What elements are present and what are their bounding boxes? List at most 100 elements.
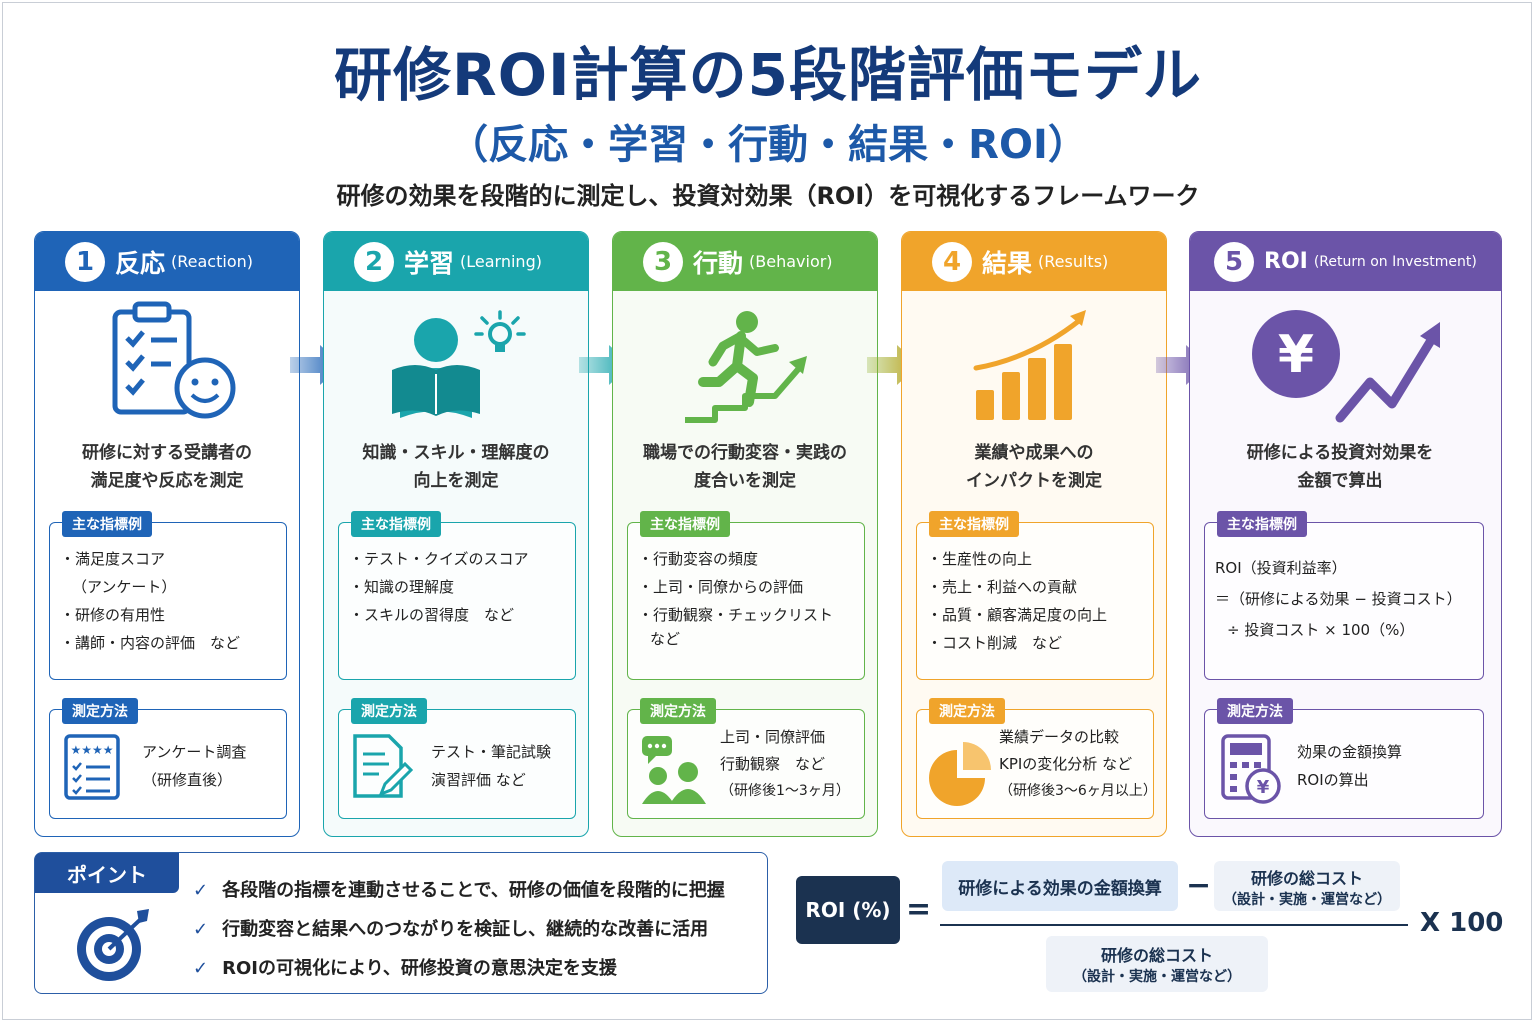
clipboard-smile-icon bbox=[112, 301, 236, 419]
method-label: 測定方法 bbox=[351, 698, 427, 724]
metric-item: ・満足度スコア bbox=[60, 550, 166, 568]
metrics-label: 主な指標例 bbox=[929, 511, 1019, 537]
metrics-box: 主な指標例 ・生産性の向上 ・売上・利益への貢献 ・品質・顧客満足度の向上 ・コ… bbox=[916, 511, 1154, 680]
metric-item: ・知識の理解度 bbox=[349, 578, 455, 596]
formula-denominator: 研修の総コスト （設計・実施・運営など） bbox=[1046, 936, 1268, 992]
target-icon bbox=[77, 909, 149, 981]
method-text: テスト・筆記試験演習評価 など bbox=[431, 743, 552, 789]
page-subtitle: （反応・学習・行動・結果・ROI） bbox=[448, 122, 1088, 168]
method-label: 測定方法 bbox=[62, 698, 138, 724]
metric-item: ＝（研修による効果 − 投資コスト） bbox=[1215, 590, 1462, 608]
stage-english-name: (Reaction) bbox=[171, 252, 253, 271]
metrics-box: 主な指標例 ・行動変容の頻度 ・上司・同僚からの評価 ・行動観察・チェックリスト… bbox=[627, 511, 865, 680]
formula-fraction-line bbox=[940, 924, 1408, 926]
method-label: 測定方法 bbox=[640, 698, 716, 724]
metric-item: （アンケート） bbox=[72, 578, 177, 596]
method-box: 測定方法 上司・同僚評価行動観察 など（研修後1〜3ヶ月） bbox=[627, 698, 865, 819]
stage-header: 1 反応 (Reaction) bbox=[35, 232, 299, 291]
formula-lhs: ROI (%) bbox=[796, 876, 900, 944]
metric-item: ・生産性の向上 bbox=[927, 550, 1033, 568]
metrics-label: 主な指標例 bbox=[1217, 511, 1307, 537]
method-text: 上司・同僚評価行動観察 など（研修後1〜3ヶ月） bbox=[720, 728, 850, 799]
stage-number: 2 bbox=[354, 241, 394, 282]
stage-header: 2 学習 (Learning) bbox=[324, 232, 588, 291]
stage-description: 知識・スキル・理解度の向上を測定 bbox=[362, 443, 550, 491]
point-item: ✓ROIの可視化により、研修投資の意思決定を支援 bbox=[193, 958, 617, 979]
method-label: 測定方法 bbox=[929, 698, 1005, 724]
calculator-yen-icon: ¥ bbox=[1221, 734, 1281, 804]
stage-name: 結果 bbox=[982, 248, 1033, 278]
metrics-label: 主な指標例 bbox=[351, 511, 441, 537]
metrics-box: 主な指標例 ROI（投資利益率） ＝（研修による効果 − 投資コスト） ÷ 投資… bbox=[1204, 511, 1484, 680]
pie-chart-icon bbox=[929, 742, 991, 806]
metrics-label: 主な指標例 bbox=[640, 511, 730, 537]
stage-english-name: (Learning) bbox=[460, 252, 542, 271]
method-text: アンケート調査（研修直後） bbox=[142, 743, 247, 789]
stage-name: 反応 bbox=[115, 248, 166, 278]
metric-item: ・品質・顧客満足度の向上 bbox=[927, 606, 1108, 624]
stage-english-name: (Results) bbox=[1038, 252, 1109, 271]
point-label: ポイント bbox=[35, 853, 179, 893]
svg-text:¥: ¥ bbox=[1257, 777, 1270, 798]
check-icon: ✓ bbox=[193, 919, 209, 940]
stage-card-results: 4 結果 (Results) 業績や成果へのインパクトを測定 主な指標例 ・生産… bbox=[901, 231, 1167, 837]
stage-header: 5 ROI (Return on Investment) bbox=[1190, 232, 1501, 291]
metrics-box: 主な指標例 ・満足度スコア （アンケート） ・研修の有用性 ・講師・内容の評価 … bbox=[49, 511, 287, 680]
stage-number: 5 bbox=[1214, 241, 1254, 282]
point-box: ポイント ✓各段階の指標を連動させることで、研修の価値を段階的に把握 ✓行動変容… bbox=[34, 852, 768, 994]
formula-equals: = bbox=[906, 892, 932, 927]
stage-description: 研修による投資対効果を金額で算出 bbox=[1246, 443, 1434, 491]
metrics-box: 主な指標例 ・テスト・クイズのスコア ・知識の理解度 ・スキルの習得度 など bbox=[338, 511, 576, 680]
svg-text:¥: ¥ bbox=[1278, 325, 1314, 385]
metric-item: ・テスト・クイズのスコア bbox=[349, 550, 529, 568]
stage-english-name: (Behavior) bbox=[749, 252, 833, 271]
metric-item: ROI（投資利益率） bbox=[1215, 559, 1347, 577]
stage-description: 業績や成果へのインパクトを測定 bbox=[966, 443, 1102, 491]
metric-item: など bbox=[650, 630, 681, 648]
metric-item: ・研修の有用性 bbox=[60, 606, 166, 624]
metric-item: ・コスト削減 など bbox=[927, 634, 1063, 652]
stage-description: 研修に対する受講者の満足度や反応を測定 bbox=[82, 443, 252, 491]
stage-number: 1 bbox=[65, 241, 105, 282]
page-tagline: 研修の効果を段階的に測定し、投資対効果（ROI）を可視化するフレームワーク bbox=[336, 182, 1200, 210]
stage-name: ROI bbox=[1264, 249, 1308, 274]
stage-card-reaction: 1 反応 (Reaction) 研修に対する受講者の満足度や反応を測定 主な指標… bbox=[34, 231, 300, 837]
stage-english-name: (Return on Investment) bbox=[1313, 253, 1477, 270]
stage-header: 4 結果 (Results) bbox=[902, 232, 1166, 291]
point-item: ✓行動変容と結果へのつながりを検証し、継続的な改善に活用 bbox=[193, 919, 709, 940]
metrics-label: 主な指標例 bbox=[62, 511, 152, 537]
check-icon: ✓ bbox=[193, 958, 209, 979]
reader-lightbulb-icon bbox=[392, 310, 526, 418]
running-stairs-icon bbox=[685, 311, 807, 423]
formula-minus: − bbox=[1186, 868, 1212, 903]
document-pen-icon bbox=[353, 734, 413, 798]
metric-item: ÷ 投資コスト × 100（%） bbox=[1227, 621, 1415, 639]
metric-item: ・売上・利益への貢献 bbox=[927, 578, 1078, 596]
stage-description: 職場での行動変容・実践の度合いを測定 bbox=[643, 443, 847, 491]
page-title: 研修ROI計算の5段階評価モデル bbox=[334, 41, 1202, 109]
formula-numerator-cost: 研修の総コスト （設計・実施・運営など） bbox=[1214, 861, 1400, 911]
people-chat-icon bbox=[642, 736, 706, 804]
stage-number: 3 bbox=[643, 241, 683, 282]
growth-bar-chart-icon bbox=[973, 310, 1086, 420]
method-box: 測定方法 ★★★★ アンケート調査（研修直後） bbox=[49, 698, 287, 819]
metric-item: ・行動変容の頻度 bbox=[638, 550, 759, 568]
metric-item: ・上司・同僚からの評価 bbox=[638, 578, 804, 596]
metric-item: ・講師・内容の評価 など bbox=[60, 634, 241, 652]
method-box: 測定方法 テスト・筆記試験演習評価 など bbox=[338, 698, 576, 819]
rating-form-icon: ★★★★ bbox=[64, 734, 120, 800]
yen-growth-icon: ¥ bbox=[1252, 310, 1440, 423]
stage-name: 行動 bbox=[693, 248, 744, 278]
formula-multiplier: X 100 bbox=[1420, 908, 1504, 938]
svg-text:★★★★: ★★★★ bbox=[70, 743, 113, 757]
metric-item: ・行動観察・チェックリスト bbox=[638, 606, 834, 624]
metric-item: ・スキルの習得度 など bbox=[349, 606, 515, 624]
stage-card-behavior: 3 行動 (Behavior) 職場での行動変容・実践の度合いを測定 主な指標例… bbox=[612, 231, 878, 837]
formula-numerator-effect: 研修による効果の金額換算 bbox=[942, 861, 1178, 911]
stage-number: 4 bbox=[932, 241, 972, 282]
